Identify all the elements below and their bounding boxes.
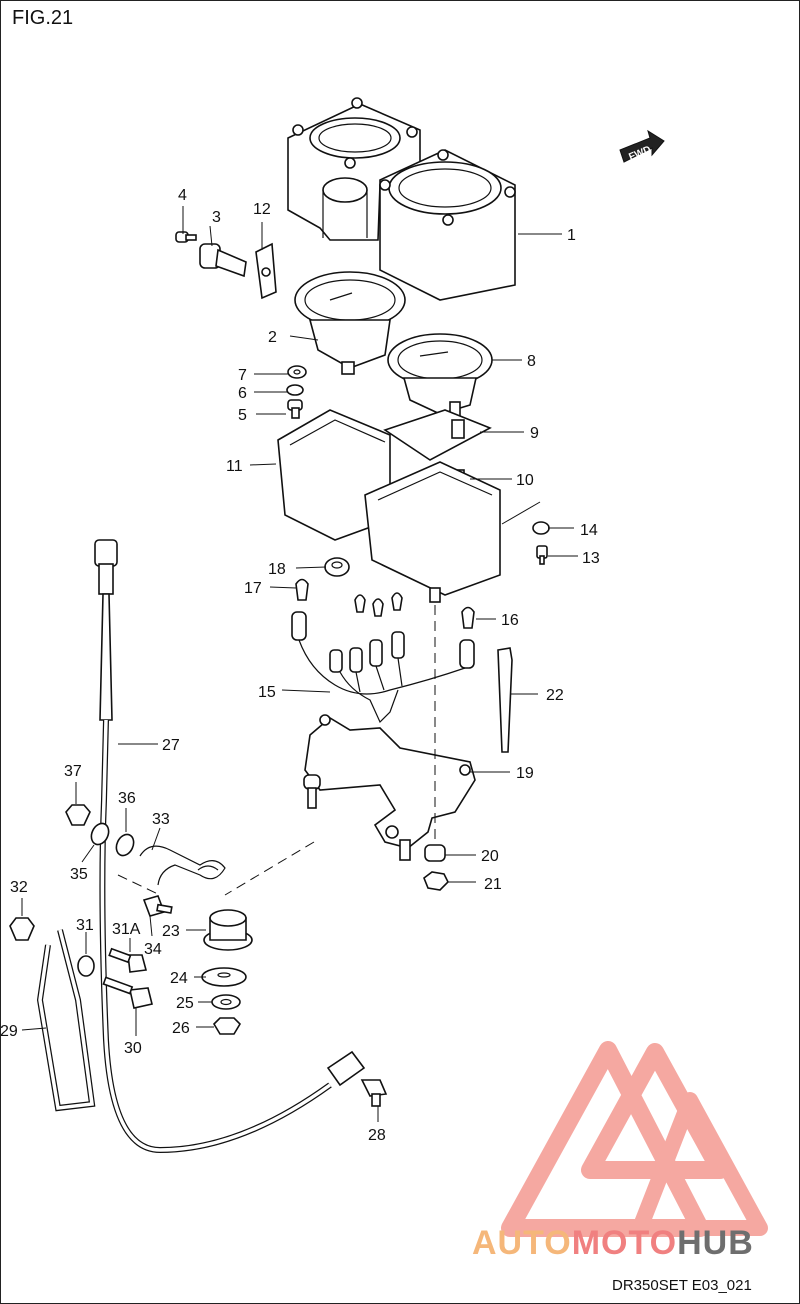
watermark-hub: HUB: [677, 1224, 754, 1262]
leader-lines: [21, 206, 578, 1122]
bolt-31a: [108, 947, 148, 973]
washer-36: [115, 833, 135, 857]
callout-labels: 1 2 3 4 5 6 7 8 9 10 11 12 13 14 15 16 1…: [0, 187, 600, 1144]
callout-13: 13: [582, 550, 600, 567]
meter-case: [287, 97, 516, 301]
washer-14: [532, 521, 550, 535]
callout-15: 15: [258, 684, 276, 701]
cable-band-29: [36, 929, 96, 1112]
bolt-30: [102, 976, 153, 1009]
callout-5: 5: [238, 407, 247, 424]
callout-28: 28: [368, 1127, 386, 1144]
washer-24: [201, 967, 247, 987]
callout-3: 3: [212, 209, 221, 226]
washer-31: [77, 955, 95, 977]
callout-12: 12: [253, 201, 271, 218]
callout-29: 29: [0, 1023, 18, 1040]
washer-25: [211, 994, 241, 1010]
speedometer-8: [387, 333, 493, 417]
callout-36: 36: [118, 790, 136, 807]
lower-case-11: [277, 409, 501, 603]
callout-32: 32: [10, 879, 28, 896]
bulb-17: [295, 578, 309, 601]
callout-23: 23: [162, 923, 180, 940]
cushion-20: [424, 844, 446, 862]
forward-arrow-icon: FWD: [619, 129, 665, 163]
callout-18: 18: [268, 561, 286, 578]
callout-35: 35: [70, 866, 88, 883]
callout-34: 34: [144, 941, 162, 958]
washer-7: [287, 365, 307, 379]
nut-21: [423, 871, 449, 891]
small-screw-4: [175, 231, 197, 243]
callout-17: 17: [244, 580, 262, 597]
callout-4: 4: [178, 187, 187, 204]
washer-35: [90, 822, 110, 846]
nut-32: [9, 917, 35, 941]
callout-24: 24: [170, 970, 188, 987]
screw-13: [536, 545, 548, 565]
assembly-line-cable: [117, 874, 161, 896]
callout-27: 27: [162, 737, 180, 754]
meter-bracket-19: [303, 714, 476, 861]
callout-9: 9: [530, 425, 539, 442]
lock-washer-6: [286, 384, 304, 396]
bracket-12: [255, 242, 277, 300]
callout-31a: 31A: [112, 921, 141, 938]
callout-14: 14: [580, 522, 598, 539]
callout-30: 30: [124, 1040, 142, 1057]
callout-25: 25: [176, 995, 194, 1012]
watermark-auto: AUTO: [472, 1224, 572, 1262]
nut-37: [65, 804, 91, 826]
callout-10: 10: [516, 472, 534, 489]
wiring-harness-15: [291, 592, 475, 724]
screw-34: [142, 895, 173, 917]
callout-11: 11: [226, 458, 243, 475]
drive-gear-3: [199, 243, 247, 278]
spring-clip-33: [139, 845, 226, 886]
callout-6: 6: [238, 385, 247, 402]
nut-26: [212, 1017, 242, 1035]
figure-code: DR350SET E03_021: [612, 1277, 752, 1294]
callout-26: 26: [172, 1020, 190, 1037]
grommet-18: [324, 557, 350, 577]
watermark-moto: MOTO: [572, 1224, 677, 1262]
callout-2: 2: [268, 329, 277, 346]
tachometer-2: [294, 271, 406, 375]
callout-7: 7: [238, 367, 247, 384]
watermark-logo: [501, 1041, 768, 1237]
assembly-line-diagonal: [224, 841, 315, 896]
screw-28: [360, 1079, 388, 1107]
callout-22: 22: [546, 687, 564, 704]
grommet-23: [203, 909, 253, 951]
speedometer-cable-27: [94, 539, 366, 1154]
callout-33: 33: [152, 811, 170, 828]
circuit-plate-9: [383, 409, 492, 461]
callout-21: 21: [484, 876, 502, 893]
screw-5: [287, 399, 303, 419]
clamp-strip-22: [497, 647, 513, 753]
callout-19: 19: [516, 765, 534, 782]
callout-37: 37: [64, 763, 82, 780]
callout-16: 16: [501, 612, 519, 629]
watermark-text: AUTOMOTOHUB: [472, 1224, 754, 1262]
callout-8: 8: [527, 353, 536, 370]
callout-1: 1: [567, 227, 576, 244]
callout-31: 31: [76, 917, 94, 934]
figure-title: FIG.21: [12, 7, 73, 29]
callout-20: 20: [481, 848, 499, 865]
bulb-16: [461, 606, 475, 629]
